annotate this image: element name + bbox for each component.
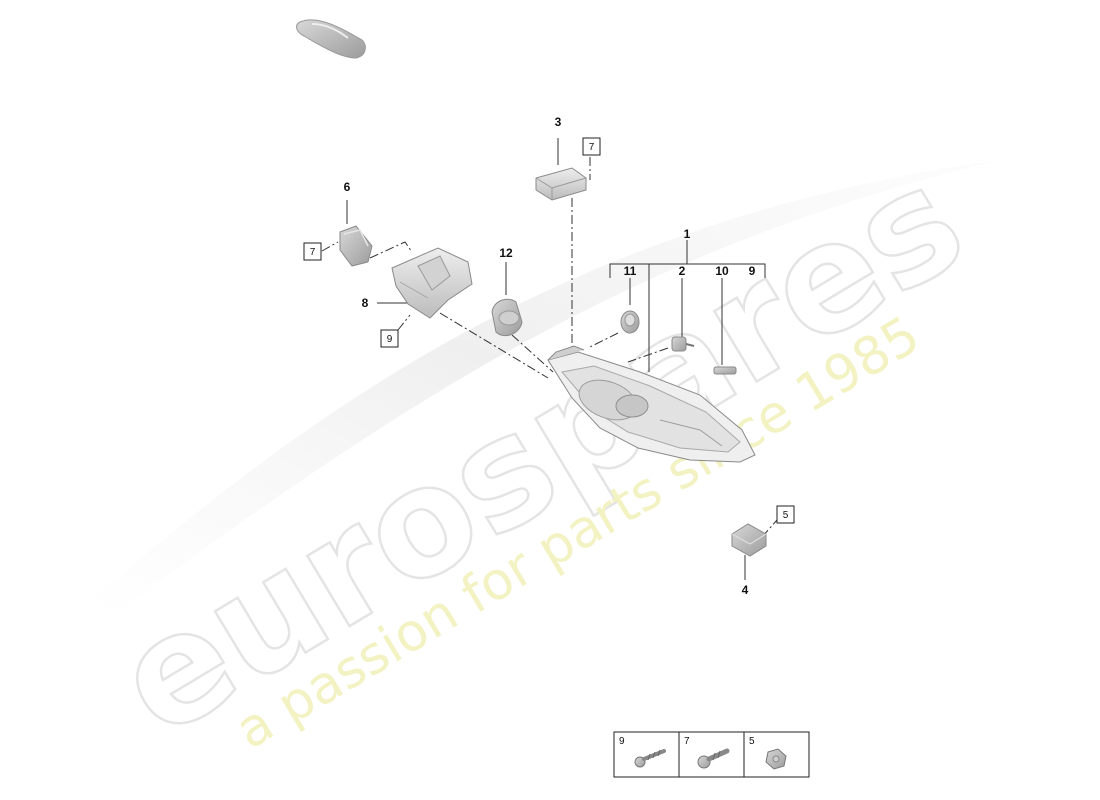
cap-part[interactable]	[491, 298, 523, 337]
watermark-brand: eurospares	[89, 133, 992, 771]
boxed-refs: 7 7 9 5	[303, 137, 795, 524]
callout-6: 6	[344, 180, 351, 194]
legend-ref-5: 5	[749, 736, 755, 747]
boxed-ref-4: 5	[783, 510, 789, 521]
legend-cell-5: 5	[749, 736, 787, 770]
car-silhouette-icon	[296, 19, 366, 59]
lamp-element-part[interactable]	[713, 366, 737, 375]
callout-3: 3	[555, 115, 562, 129]
socket-part[interactable]	[620, 310, 640, 334]
headlamp-part[interactable]	[547, 345, 756, 463]
callout-2: 2	[679, 264, 686, 278]
legend-ref-7: 7	[684, 736, 690, 747]
callout-12: 12	[499, 246, 513, 260]
boxed-ref-3: 7	[589, 142, 595, 153]
watermark-swoosh	[80, 160, 1000, 610]
boxed-ref-6: 7	[310, 247, 316, 258]
callout-8: 8	[362, 296, 369, 310]
nut-icon	[765, 748, 787, 770]
callout-1: 1	[684, 227, 691, 241]
legend-ref-9: 9	[619, 736, 625, 747]
bulb-part[interactable]	[671, 336, 695, 352]
watermark: eurospares a passion for parts since 198…	[80, 132, 1000, 772]
legend-cell-7: 7	[684, 736, 730, 769]
callout-4: 4	[742, 583, 749, 597]
screw-icon	[634, 749, 666, 768]
legend-cell-9: 9	[619, 736, 666, 768]
callout-numbers: 3 6 1 12 11 2 10 9 8 4	[344, 115, 756, 597]
hardware-legend: 9 7 5	[613, 731, 810, 778]
control-unit-part[interactable]	[535, 167, 587, 201]
small-module-part[interactable]	[731, 523, 767, 557]
connection-lines	[321, 138, 778, 580]
module-part[interactable]	[339, 225, 373, 267]
bracket-part[interactable]	[391, 247, 473, 319]
callout-9: 9	[749, 264, 756, 278]
callout-11: 11	[624, 264, 637, 278]
callout-10: 10	[715, 264, 729, 278]
boxed-ref-8: 9	[387, 334, 393, 345]
screw-icon	[697, 748, 730, 769]
